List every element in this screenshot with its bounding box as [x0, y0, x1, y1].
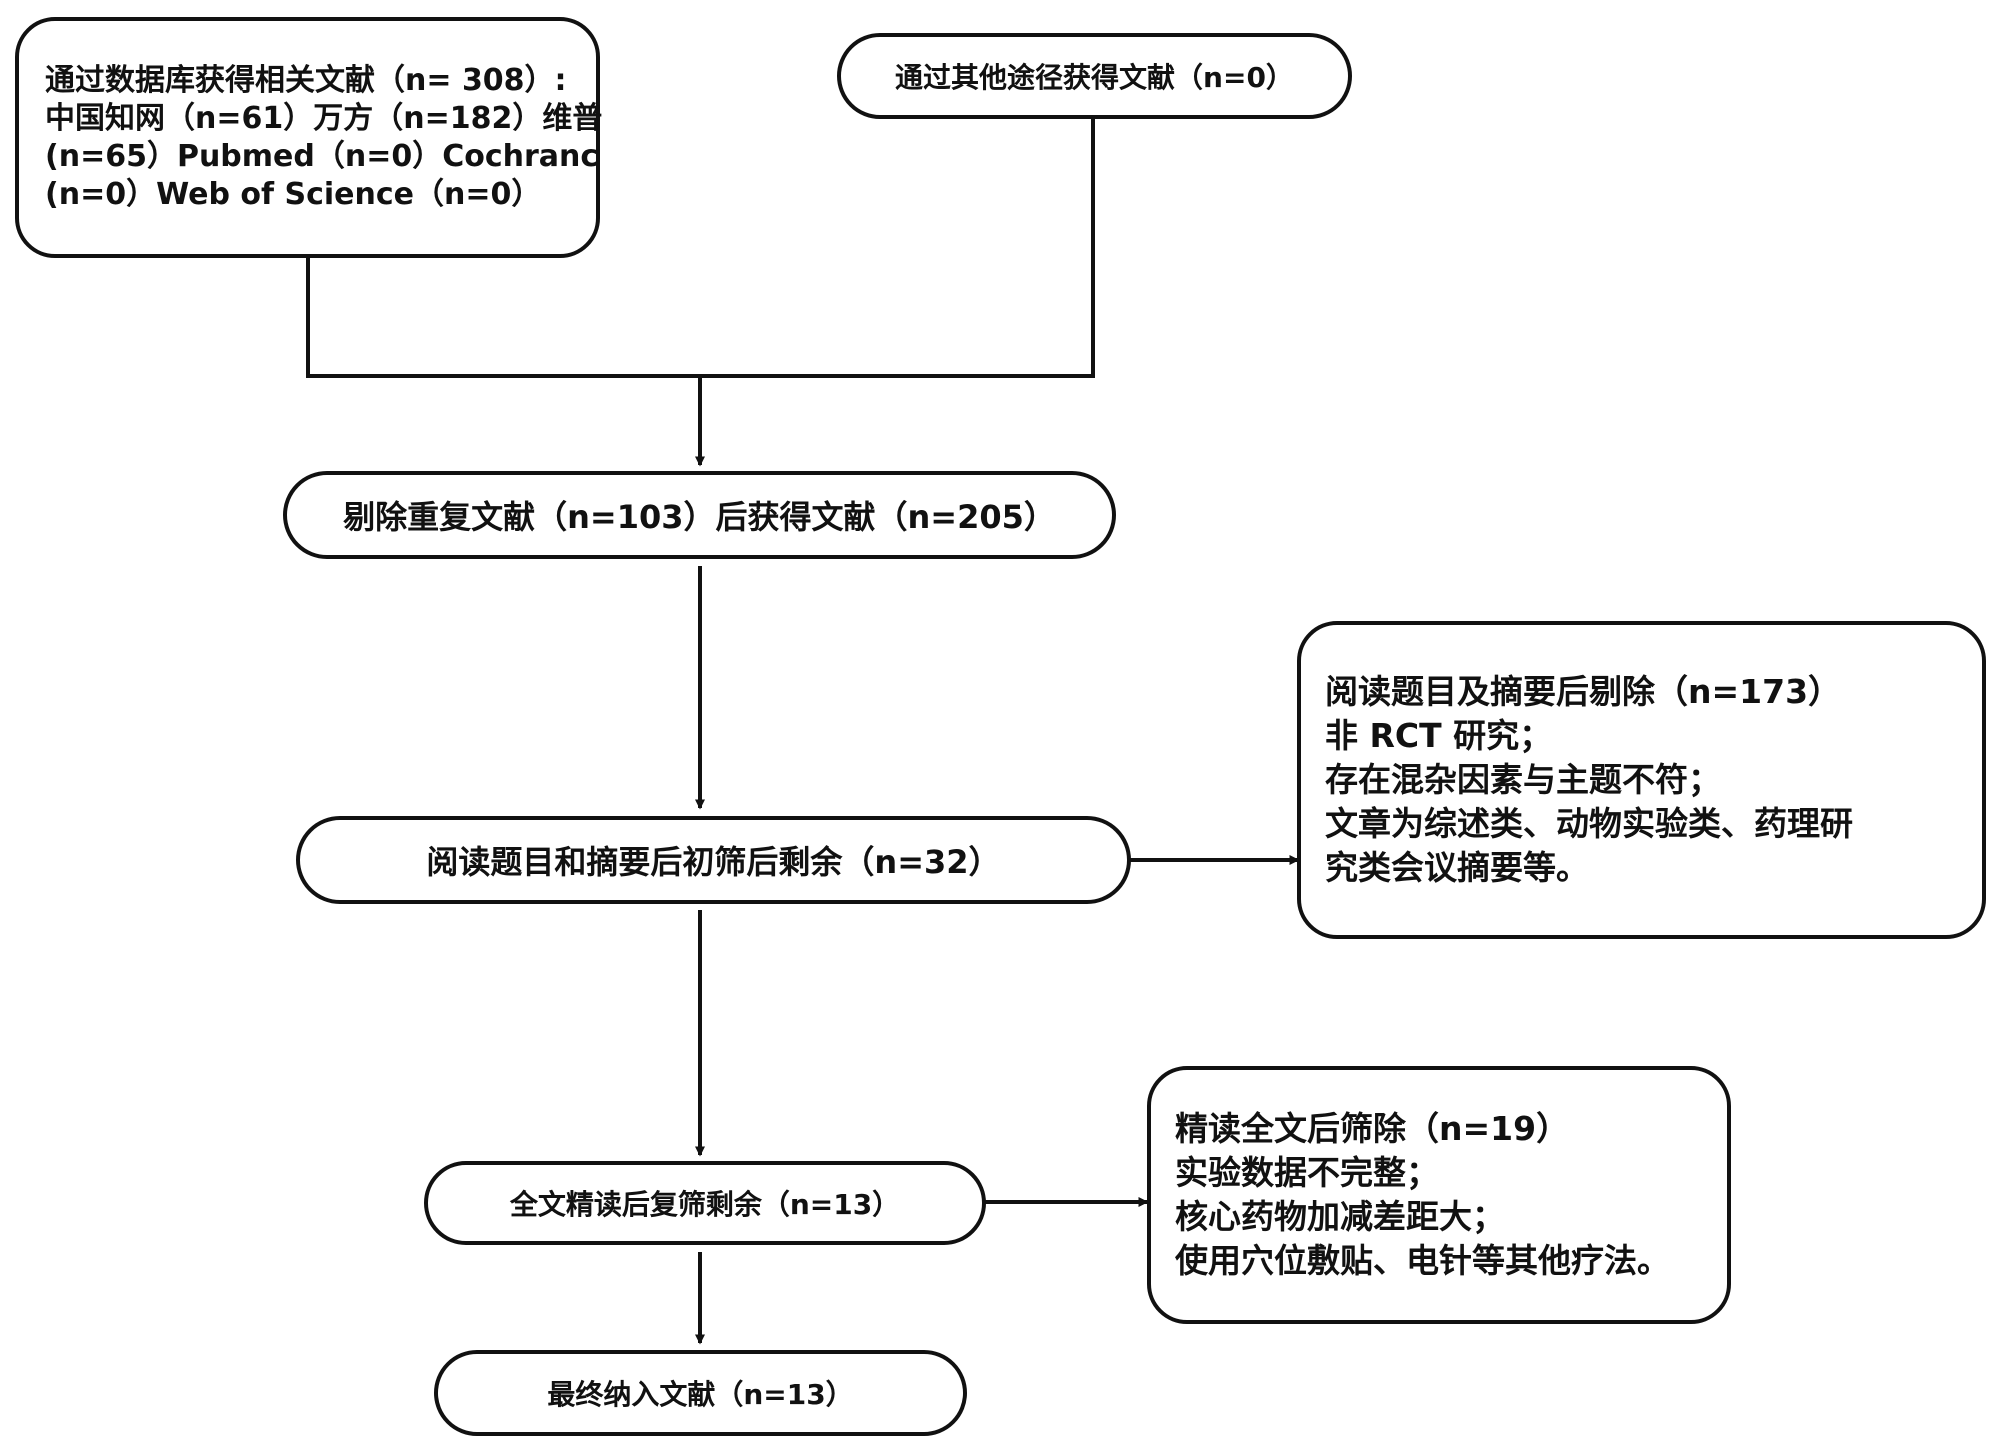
fulltext-exclusion-box: 精读全文后筛除（n=19） 实验数据不完整； 核心药物加减差距大； 使用穴位敷贴… [1147, 1066, 1731, 1324]
exclusion-reason-line: 文章为综述类、动物实验类、药理研 [1325, 804, 1853, 843]
exclusion-reason-line: 非 RCT 研究； [1325, 716, 1553, 755]
exclusion-reason-line: 精读全文后筛除（n=19） [1175, 1109, 1570, 1148]
title-abstract-exclusion-box: 阅读题目及摘要后剔除（n=173） 非 RCT 研究； 存在混杂因素与主题不符；… [1297, 621, 1986, 939]
screening-text: 阅读题目和摘要后初筛后剩余（n=32） [426, 843, 1001, 881]
exclusion-reason-line: 使用穴位敷贴、电针等其他疗法。 [1175, 1241, 1670, 1280]
exclusion-reason-line: 实验数据不完整； [1175, 1153, 1439, 1192]
other-sources-box: 通过其他途径获得文献（n=0） [837, 33, 1352, 119]
fulltext-screening-box: 全文精读后复筛剩余（n=13） [424, 1161, 986, 1245]
exclusion-reason-line: 核心药物加减差距大； [1175, 1197, 1505, 1236]
database-records-line: 中国知网（n=61）万方（n=182）维普 [45, 100, 603, 136]
final-included-box: 最终纳入文献（n=13） [434, 1350, 967, 1436]
database-records-line: 通过数据库获得相关文献（n= 308）: [45, 62, 567, 98]
fulltext-screening-text: 全文精读后复筛剩余（n=13） [509, 1188, 901, 1221]
exclusion-reason-line: 究类会议摘要等。 [1325, 848, 1589, 887]
database-records-line: (n=0）Web of Science（n=0） [45, 176, 542, 212]
exclusion-reason-line: 阅读题目及摘要后剔除（n=173） [1325, 672, 1842, 711]
database-records-box: 通过数据库获得相关文献（n= 308）: 中国知网（n=61）万方（n=182）… [15, 17, 603, 258]
dedup-text: 剔除重复文献（n=103）后获得文献（n=205） [343, 498, 1056, 536]
other-sources-text: 通过其他途径获得文献（n=0） [895, 61, 1294, 94]
screening-box: 阅读题目和摘要后初筛后剩余（n=32） [296, 816, 1131, 904]
database-records-line: (n=65）Pubmed（n=0）Cochranc [45, 138, 599, 174]
exclusion-reason-line: 存在混杂因素与主题不符； [1325, 760, 1721, 799]
dedup-box: 剔除重复文献（n=103）后获得文献（n=205） [283, 471, 1116, 559]
final-included-text: 最终纳入文献（n=13） [547, 1378, 854, 1411]
